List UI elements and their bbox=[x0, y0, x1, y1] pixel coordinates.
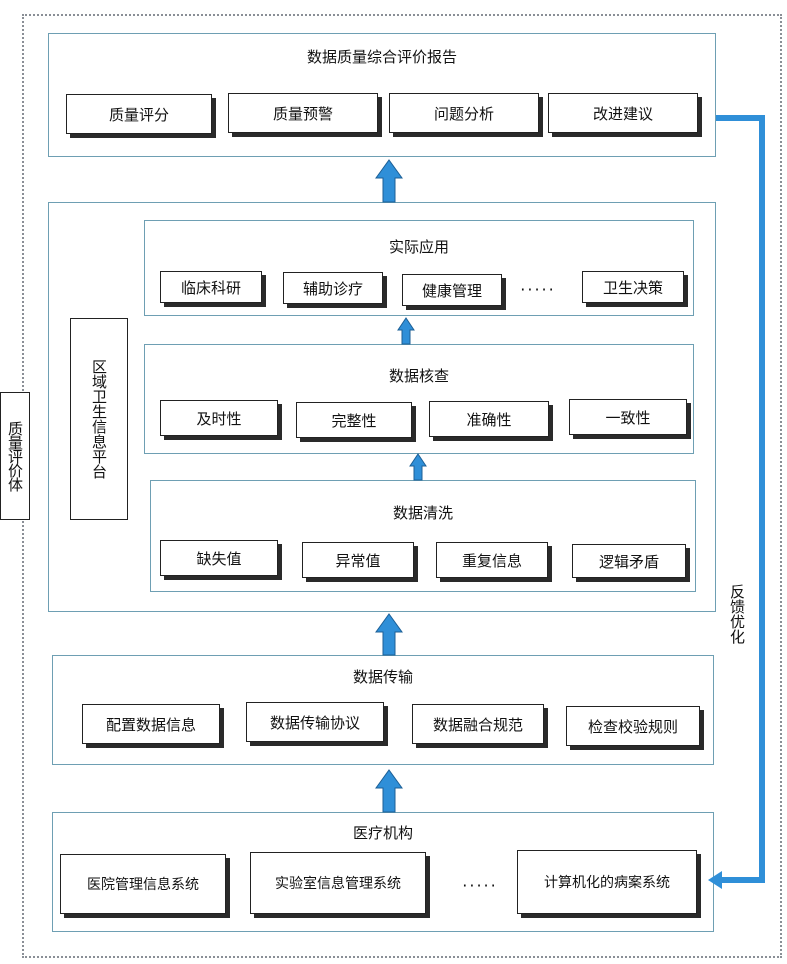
cleaning-title: 数据清洗 bbox=[392, 504, 453, 522]
report-item-suggestion: 改进建议 bbox=[548, 93, 698, 133]
platform-label: 区域卫生信息平台 bbox=[70, 318, 128, 520]
cleaning-item-missing: 缺失值 bbox=[160, 540, 278, 576]
arrow-up-platform bbox=[375, 613, 403, 656]
report-item-score: 质量评分 bbox=[66, 94, 212, 134]
arrow-up-application bbox=[397, 317, 415, 345]
cleaning-item-duplicate: 重复信息 bbox=[436, 542, 548, 578]
quality-evaluation-label: 质量评价体 bbox=[0, 392, 30, 520]
report-item-analysis: 问题分析 bbox=[389, 93, 539, 133]
check-item-consistency: 一致性 bbox=[569, 399, 687, 435]
arrow-up-check bbox=[409, 453, 427, 481]
check-item-accuracy: 准确性 bbox=[429, 401, 549, 437]
arrow-up-transfer bbox=[375, 769, 403, 813]
check-item-completeness: 完整性 bbox=[296, 402, 412, 438]
feedback-label-text: 反馈优化 bbox=[728, 584, 746, 644]
institution-title: 医疗机构 bbox=[352, 824, 413, 842]
transfer-item-fusion: 数据融合规范 bbox=[412, 704, 544, 744]
report-item-warning: 质量预警 bbox=[228, 93, 378, 133]
application-item-diagnosis: 辅助诊疗 bbox=[283, 272, 383, 304]
institution-item-lis: 实验室信息管理系统 bbox=[250, 852, 426, 914]
check-title: 数据核查 bbox=[388, 367, 449, 385]
application-item-health: 健康管理 bbox=[402, 274, 502, 306]
transfer-item-config: 配置数据信息 bbox=[82, 704, 220, 744]
arrow-up-report bbox=[375, 159, 403, 203]
application-ellipsis: ····· bbox=[520, 280, 556, 299]
transfer-item-validation: 检查校验规则 bbox=[566, 706, 700, 746]
feedback-arrowhead bbox=[708, 871, 722, 889]
transfer-item-protocol: 数据传输协议 bbox=[246, 702, 384, 742]
report-title: 数据质量综合评价报告 bbox=[306, 48, 457, 66]
institution-ellipsis: ····· bbox=[462, 876, 498, 895]
feedback-loop-line bbox=[716, 115, 765, 883]
transfer-title: 数据传输 bbox=[352, 668, 413, 686]
feedback-label: 反馈优化 bbox=[722, 574, 752, 654]
cleaning-item-outlier: 异常值 bbox=[302, 542, 414, 578]
quality-evaluation-label-text: 质量评价体 bbox=[6, 421, 24, 491]
application-title: 实际应用 bbox=[388, 238, 449, 256]
platform-label-text: 区域卫生信息平台 bbox=[90, 359, 108, 479]
application-item-research: 临床科研 bbox=[160, 271, 262, 303]
application-item-decision: 卫生决策 bbox=[582, 271, 684, 303]
check-item-timeliness: 及时性 bbox=[160, 400, 278, 436]
cleaning-item-logic: 逻辑矛盾 bbox=[572, 544, 686, 578]
institution-item-emr: 计算机化的病案系统 bbox=[517, 850, 697, 914]
institution-item-his: 医院管理信息系统 bbox=[60, 854, 226, 914]
